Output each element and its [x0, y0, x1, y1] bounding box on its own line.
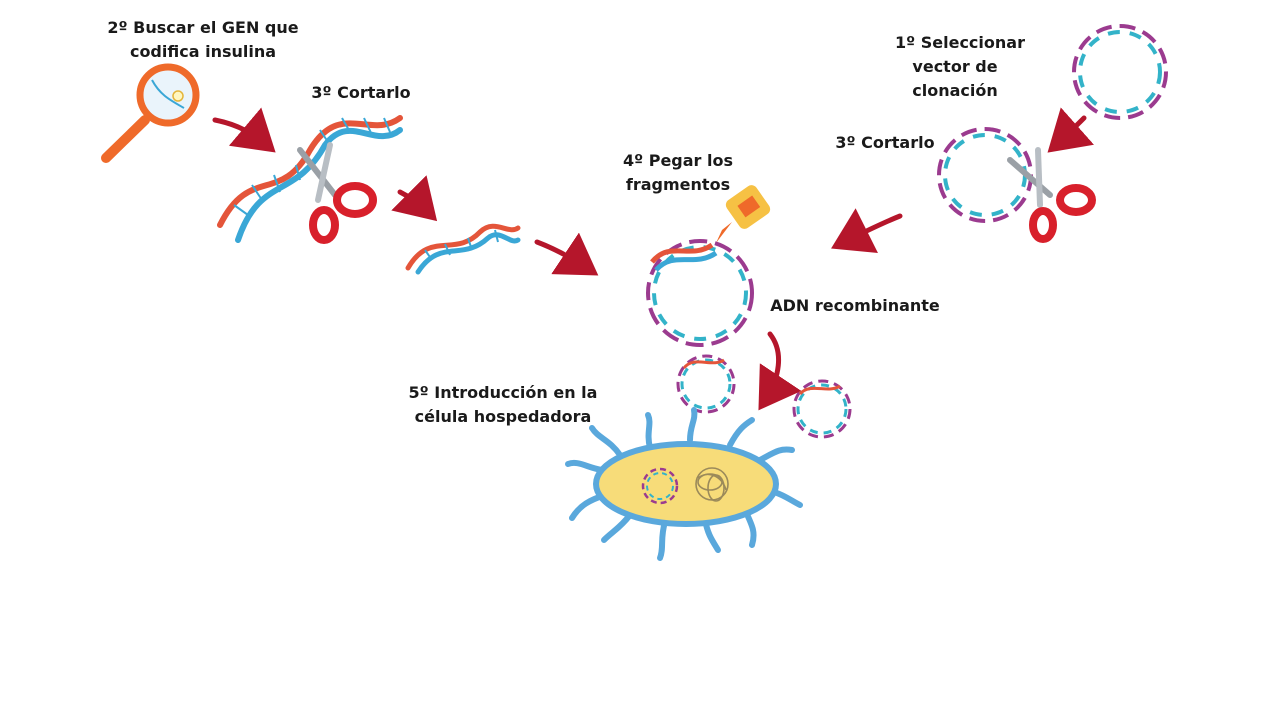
- step2-label-line2: codifica insulina: [129, 42, 277, 61]
- recombinant-plasmid-icon: [646, 239, 754, 347]
- magnifier-icon: [101, 63, 200, 163]
- step1-label-line3: clonación: [912, 81, 998, 100]
- step4-label: 4º Pegar los fragmentos: [618, 149, 738, 197]
- arrow-icon: [391, 175, 438, 222]
- arrow-icon: [831, 208, 903, 253]
- step5-label: 5º Introducción en la célula hospedadora: [403, 381, 603, 429]
- arrow-icon: [534, 232, 599, 276]
- step1-label: 1º Seleccionar vector de clonación: [895, 31, 1025, 103]
- step4-label-line2: fragmentos: [625, 175, 731, 194]
- dna-fragment-icon: [405, 223, 521, 275]
- step3-right-label: 3º Cortarlo: [835, 133, 935, 152]
- step5-label-line1: 5º Introducción en la: [408, 383, 598, 402]
- plasmid-small-icon: [792, 379, 852, 439]
- plasmid-small-icon: [676, 354, 736, 414]
- dna-helix-icon: [217, 115, 403, 243]
- bacterium-icon: [565, 407, 803, 561]
- plasmid-icon: [1072, 24, 1168, 120]
- arrow-icon: [1047, 107, 1095, 153]
- step2-label-line1: 2º Buscar el GEN que: [107, 18, 299, 37]
- step1-label-line2: vector de: [912, 57, 998, 76]
- plasmid-cut-icon: [937, 127, 1033, 223]
- step3-left-label: 3º Cortarlo: [311, 83, 411, 102]
- arrow-icon: [212, 107, 276, 153]
- step2-label: 2º Buscar el GEN que codifica insulina: [103, 16, 303, 64]
- arrows: [212, 107, 1095, 411]
- step1-label-line1: 1º Seleccionar: [895, 33, 1025, 52]
- scissors-icon: [297, 142, 377, 244]
- glue-bottle-icon: [716, 185, 771, 243]
- recombinant-label: ADN recombinante: [770, 296, 940, 315]
- arrow-icon: [758, 331, 802, 411]
- step4-label-line1: 4º Pegar los: [622, 151, 733, 170]
- step5-label-line2: célula hospedadora: [414, 407, 592, 426]
- scissors-icon: [1007, 147, 1096, 243]
